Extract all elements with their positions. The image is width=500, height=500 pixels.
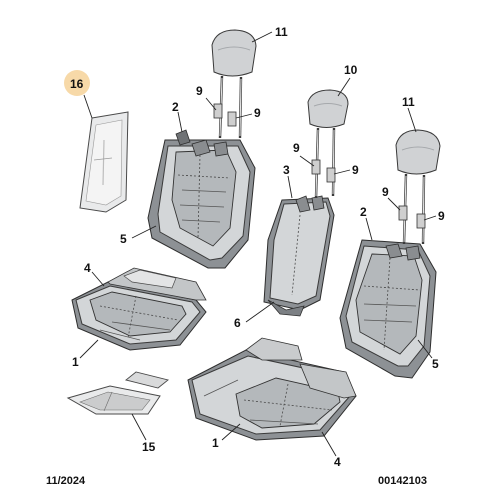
callout-15: 15 (142, 440, 156, 454)
callout-9-d: 9 (352, 163, 359, 177)
callout-2-left: 2 (172, 100, 179, 114)
callout-11-left: 11 (275, 25, 288, 39)
callout-6: 6 (234, 316, 241, 330)
callout-9-e: 9 (382, 185, 389, 199)
callout-16-highlight (64, 70, 90, 96)
callout-16: 16 (70, 77, 84, 91)
callout-4-left: 4 (84, 261, 91, 275)
footer-reference-number: 00142103 (378, 475, 427, 487)
middle-backrest (263, 195, 335, 317)
part-16-cover-panel (79, 111, 129, 213)
callout-9-a: 9 (196, 84, 203, 98)
callout-4-right: 4 (334, 455, 341, 469)
right-headrest (395, 129, 441, 245)
footer-date: 11/2024 (46, 475, 86, 487)
callout-1-mid: 1 (212, 436, 219, 450)
callout-5-right: 5 (432, 357, 439, 371)
callout-11-right: 11 (402, 95, 415, 109)
callout-2-right: 2 (360, 205, 367, 219)
callout-9-b: 9 (254, 106, 261, 120)
left-seat-cushion (71, 267, 207, 351)
callout-10: 10 (344, 63, 358, 77)
callout-3: 3 (283, 163, 290, 177)
callout-1-left: 1 (72, 355, 79, 369)
middle-headrest (307, 89, 349, 199)
left-headrest (211, 29, 257, 139)
callout-labels: 16 11 9 9 2 5 10 9 9 3 6 11 9 9 2 5 4 1 … (64, 25, 445, 469)
right-seat-cushion (187, 337, 357, 441)
leader-lines (79, 31, 437, 457)
callout-9-c: 9 (293, 141, 300, 155)
part-15-support-tray (66, 371, 169, 415)
right-backrest (339, 239, 437, 379)
left-backrest (147, 129, 256, 269)
callout-9-f: 9 (438, 209, 445, 223)
callout-5-left: 5 (120, 232, 127, 246)
